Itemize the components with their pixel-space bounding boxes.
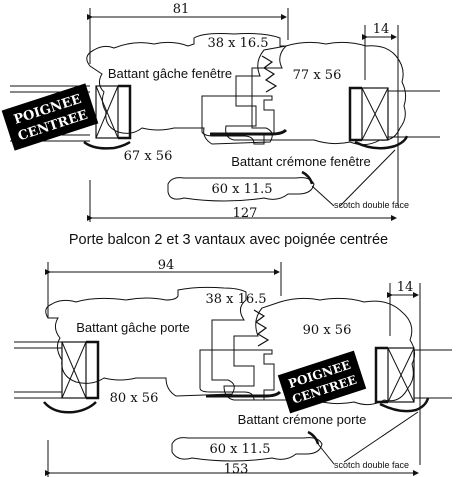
bottom-tape-label: scotch double face [334, 460, 409, 470]
top-tape-label: scotch double face [334, 200, 409, 210]
center-mullion-bottom [199, 349, 275, 401]
tape-leader-2 [339, 149, 396, 207]
top-center-top-size: 38 x 16.5 [207, 36, 268, 51]
bottom-right-leaf-label: Battant crémone porte [238, 412, 367, 427]
right-leaf-outline-bottom [223, 297, 416, 406]
center-mullion [201, 95, 275, 145]
bottom-center-bottom-size: 60 x 11.5 [209, 442, 270, 457]
top-dim-81: 81 [173, 2, 190, 17]
bottom-dim-153: 153 [224, 462, 249, 477]
bottom-handle-tag: POIGNEE CENTREE [277, 350, 367, 414]
bottom-left-leaf-size: 80 x 56 [110, 391, 159, 406]
tape-leader-b1 [317, 443, 335, 465]
tape-leader-1 [311, 185, 335, 207]
bottom-center-top-size: 38 x 16.5 [205, 292, 266, 307]
bottom-dim-94: 94 [158, 258, 175, 273]
top-right-leaf-size: 77 x 56 [293, 68, 342, 83]
bottom-profile [167, 177, 315, 202]
bottom-left-leaf-label: Battant gâche porte [76, 320, 189, 335]
bottom-dim-14: 14 [397, 280, 414, 295]
cremone-strip-bottom [206, 390, 282, 398]
top-handle-tag: POIGNEE CENTREE [1, 83, 99, 151]
top-center-bottom-size: 60 x 11.5 [211, 182, 272, 197]
bottom-right-leaf-size: 90 x 56 [303, 323, 352, 338]
bottom-section [14, 262, 452, 477]
bottom-profile-cap-b [307, 430, 320, 445]
bottom-profile-cap [301, 170, 314, 185]
center-seal-bottom [253, 309, 270, 347]
top-right-leaf-label: Battant crémone fenêtre [231, 154, 370, 169]
left-leaf-outline [86, 33, 288, 145]
cremone-strip [210, 128, 288, 136]
left-frame-bottom [14, 340, 100, 414]
top-dim-127: 127 [233, 206, 258, 221]
tape-leader-b2 [343, 411, 419, 463]
top-left-leaf-size: 67 x 56 [124, 149, 173, 164]
right-leaf-outline [225, 41, 407, 146]
section-caption: Porte balcon 2 et 3 vantaux avec poignée… [68, 232, 389, 248]
right-frame-bottom [374, 346, 452, 413]
bottom-profile-b [171, 437, 323, 462]
top-dim-14: 14 [373, 22, 390, 37]
center-seal [261, 55, 278, 93]
left-leaf-outline-bottom [45, 286, 247, 397]
top-left-leaf-label: Battant gâche fenêtre [108, 66, 232, 81]
right-frame [348, 86, 440, 150]
